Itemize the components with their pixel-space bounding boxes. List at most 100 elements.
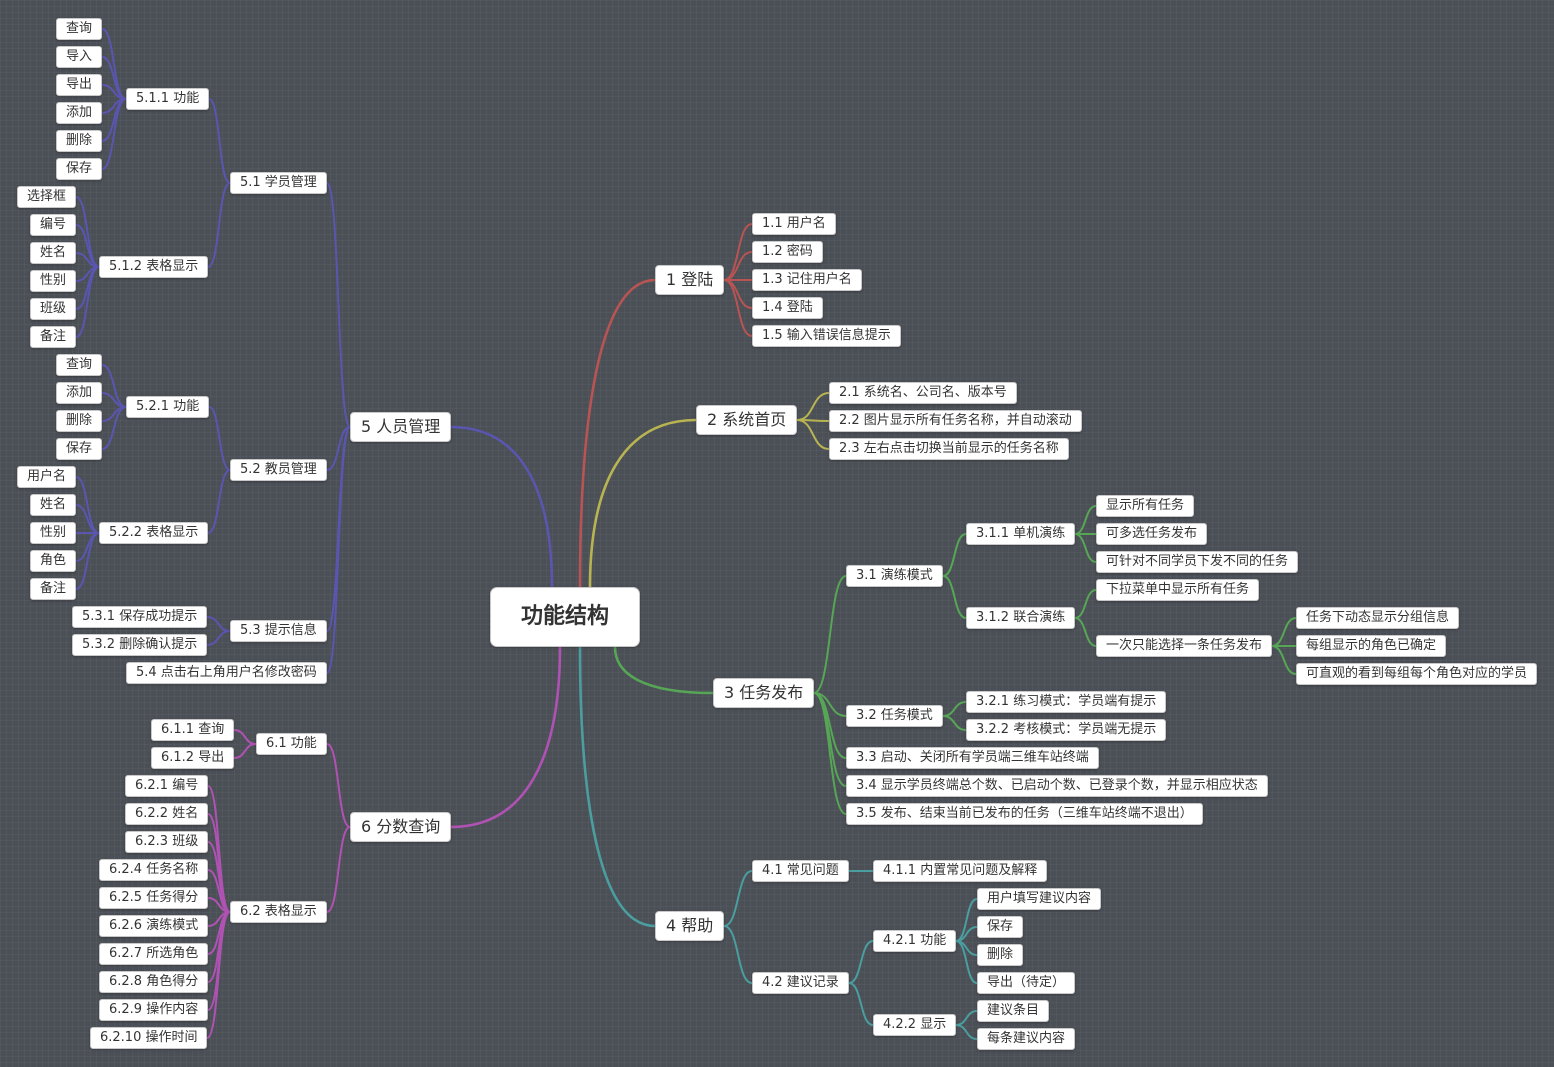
branch-home[interactable]: 2 系统首页	[696, 405, 798, 435]
help-4-1[interactable]: 4.1 常见问题	[752, 860, 849, 882]
connector	[326, 743, 351, 828]
task-3-1-2[interactable]: 3.1.2 联合演练	[966, 607, 1076, 629]
person-5-1-1-a[interactable]: 查询	[56, 18, 103, 40]
score-6-2-9[interactable]: 6.2.9 操作内容	[99, 999, 209, 1021]
person-5-2-2-a[interactable]: 用户名	[17, 466, 77, 488]
person-5-1[interactable]: 5.1 学员管理	[230, 172, 327, 194]
person-5-2-1-d[interactable]: 保存	[56, 438, 103, 460]
task-3-4[interactable]: 3.4 显示学员终端总个数、已启动个数、已登录个数，并显示相应状态	[846, 775, 1268, 797]
score-6-1-2[interactable]: 6.1.2 导出	[151, 747, 235, 769]
help-4-2-1-d[interactable]: 导出（待定）	[977, 972, 1076, 994]
task-3-1-2-b-3[interactable]: 可直观的看到每组每个角色对应的学员	[1296, 663, 1538, 685]
score-6-2-5[interactable]: 6.2.5 任务得分	[99, 887, 209, 909]
score-6-2-8[interactable]: 6.2.8 角色得分	[99, 971, 209, 993]
login-error-hint[interactable]: 1.5 输入错误信息提示	[752, 325, 901, 347]
task-3-2-2[interactable]: 3.2.2 考核模式：学员端无提示	[966, 719, 1167, 741]
person-5-1-1-c[interactable]: 导出	[56, 74, 103, 96]
person-5-1-2[interactable]: 5.1.2 表格显示	[99, 256, 209, 278]
score-6-2-1[interactable]: 6.2.1 编号	[125, 775, 209, 797]
help-4-1-1[interactable]: 4.1.1 内置常见问题及解释	[873, 860, 1048, 882]
connector	[1074, 533, 1097, 563]
connector	[326, 826, 351, 913]
person-5-2-2[interactable]: 5.2.2 表格显示	[99, 522, 209, 544]
task-3-1-1-a[interactable]: 显示所有任务	[1096, 495, 1195, 517]
score-6-1[interactable]: 6.1 功能	[256, 733, 327, 755]
home-item-1[interactable]: 2.1 系统名、公司名、版本号	[829, 382, 1017, 404]
login-password[interactable]: 1.2 密码	[752, 241, 823, 263]
person-5-1-2-c[interactable]: 姓名	[30, 242, 77, 264]
login-remember[interactable]: 1.3 记住用户名	[752, 269, 862, 291]
task-3-2-1[interactable]: 3.2.1 练习模式：学员端有提示	[966, 691, 1167, 713]
task-3-1[interactable]: 3.1 演练模式	[846, 565, 943, 587]
person-5-1-2-d[interactable]: 性别	[30, 270, 77, 292]
connector	[723, 279, 753, 337]
connector	[723, 870, 753, 927]
person-5-2[interactable]: 5.2 教员管理	[230, 459, 327, 481]
login-username[interactable]: 1.1 用户名	[752, 213, 836, 235]
help-4-2-1-a[interactable]: 用户填写建议内容	[977, 888, 1102, 910]
task-3-1-2-b[interactable]: 一次只能选择一条任务发布	[1096, 635, 1273, 657]
branch-person[interactable]: 5 人员管理	[350, 412, 452, 442]
person-5-2-1[interactable]: 5.2.1 功能	[126, 396, 210, 418]
connector	[1074, 617, 1097, 647]
person-5-1-2-f[interactable]: 备注	[30, 326, 77, 348]
score-6-2-6[interactable]: 6.2.6 演练模式	[99, 915, 209, 937]
help-4-2-2-b[interactable]: 每条建议内容	[977, 1028, 1076, 1050]
task-3-1-1-b[interactable]: 可多选任务发布	[1096, 523, 1208, 545]
score-6-2-2[interactable]: 6.2.2 姓名	[125, 803, 209, 825]
branch-score[interactable]: 6 分数查询	[350, 812, 452, 842]
connector	[813, 692, 847, 815]
connector	[101, 98, 127, 170]
person-5-2-2-e[interactable]: 备注	[30, 578, 77, 600]
help-4-2[interactable]: 4.2 建议记录	[752, 972, 849, 994]
branch-login[interactable]: 1 登陆	[655, 265, 725, 295]
score-6-2-7[interactable]: 6.2.7 所选角色	[99, 943, 209, 965]
home-item-3[interactable]: 2.3 左右点击切换当前显示的任务名称	[829, 438, 1069, 460]
help-4-2-2[interactable]: 4.2.2 显示	[873, 1014, 957, 1036]
person-5-3-1[interactable]: 5.3.1 保存成功提示	[72, 606, 208, 628]
task-3-1-1[interactable]: 3.1.1 单机演练	[966, 523, 1076, 545]
person-5-2-2-b[interactable]: 姓名	[30, 494, 77, 516]
person-5-2-1-c[interactable]: 删除	[56, 410, 103, 432]
connector	[796, 419, 830, 450]
task-3-3[interactable]: 3.3 启动、关闭所有学员端三维车站终端	[846, 747, 1099, 769]
person-5-3[interactable]: 5.3 提示信息	[230, 620, 327, 642]
help-4-2-2-a[interactable]: 建议条目	[977, 1000, 1050, 1022]
task-3-1-2-b-2[interactable]: 每组显示的角色已确定	[1296, 635, 1447, 657]
person-5-1-1[interactable]: 5.1.1 功能	[126, 88, 210, 110]
help-4-2-1-b[interactable]: 保存	[977, 916, 1024, 938]
score-6-2-3[interactable]: 6.2.3 班级	[125, 831, 209, 853]
person-5-1-1-d[interactable]: 添加	[56, 102, 103, 124]
person-5-1-1-f[interactable]: 保存	[56, 158, 103, 180]
connector	[75, 266, 100, 338]
person-5-1-1-b[interactable]: 导入	[56, 46, 103, 68]
person-5-1-2-a[interactable]: 选择框	[17, 186, 77, 208]
task-3-1-1-c[interactable]: 可针对不同学员下发不同的任务	[1096, 551, 1299, 573]
person-5-1-2-b[interactable]: 编号	[30, 214, 77, 236]
person-5-2-2-d[interactable]: 角色	[30, 550, 77, 572]
branch-task[interactable]: 3 任务发布	[713, 678, 815, 708]
person-5-4[interactable]: 5.4 点击右上角用户名修改密码	[126, 662, 327, 684]
score-6-1-1[interactable]: 6.1.1 查询	[151, 719, 235, 741]
task-3-2[interactable]: 3.2 任务模式	[846, 705, 943, 727]
person-5-1-2-e[interactable]: 班级	[30, 298, 77, 320]
branch-help[interactable]: 4 帮助	[655, 911, 725, 941]
person-5-3-2[interactable]: 5.3.2 删除确认提示	[72, 634, 208, 656]
person-5-2-1-a[interactable]: 查询	[56, 354, 103, 376]
root-node[interactable]: 功能结构	[490, 587, 641, 647]
help-4-2-1-c[interactable]: 删除	[977, 944, 1024, 966]
person-5-1-1-e[interactable]: 删除	[56, 130, 103, 152]
task-3-1-2-a[interactable]: 下拉菜单中显示所有任务	[1096, 579, 1260, 601]
score-6-2[interactable]: 6.2 表格显示	[230, 901, 327, 923]
task-3-1-2-b-1[interactable]: 任务下动态显示分组信息	[1296, 607, 1460, 629]
task-3-5[interactable]: 3.5 发布、结束当前已发布的任务（三维车站终端不退出）	[846, 803, 1203, 825]
login-submit[interactable]: 1.4 登陆	[752, 297, 823, 319]
connector	[848, 940, 874, 984]
person-5-2-1-b[interactable]: 添加	[56, 382, 103, 404]
connector	[955, 1010, 978, 1026]
score-6-2-10[interactable]: 6.2.10 操作时间	[90, 1027, 208, 1049]
score-6-2-4[interactable]: 6.2.4 任务名称	[99, 859, 209, 881]
person-5-2-2-c[interactable]: 性别	[30, 522, 77, 544]
help-4-2-1[interactable]: 4.2.1 功能	[873, 930, 957, 952]
home-item-2[interactable]: 2.2 图片显示所有任务名称，并自动滚动	[829, 410, 1082, 432]
